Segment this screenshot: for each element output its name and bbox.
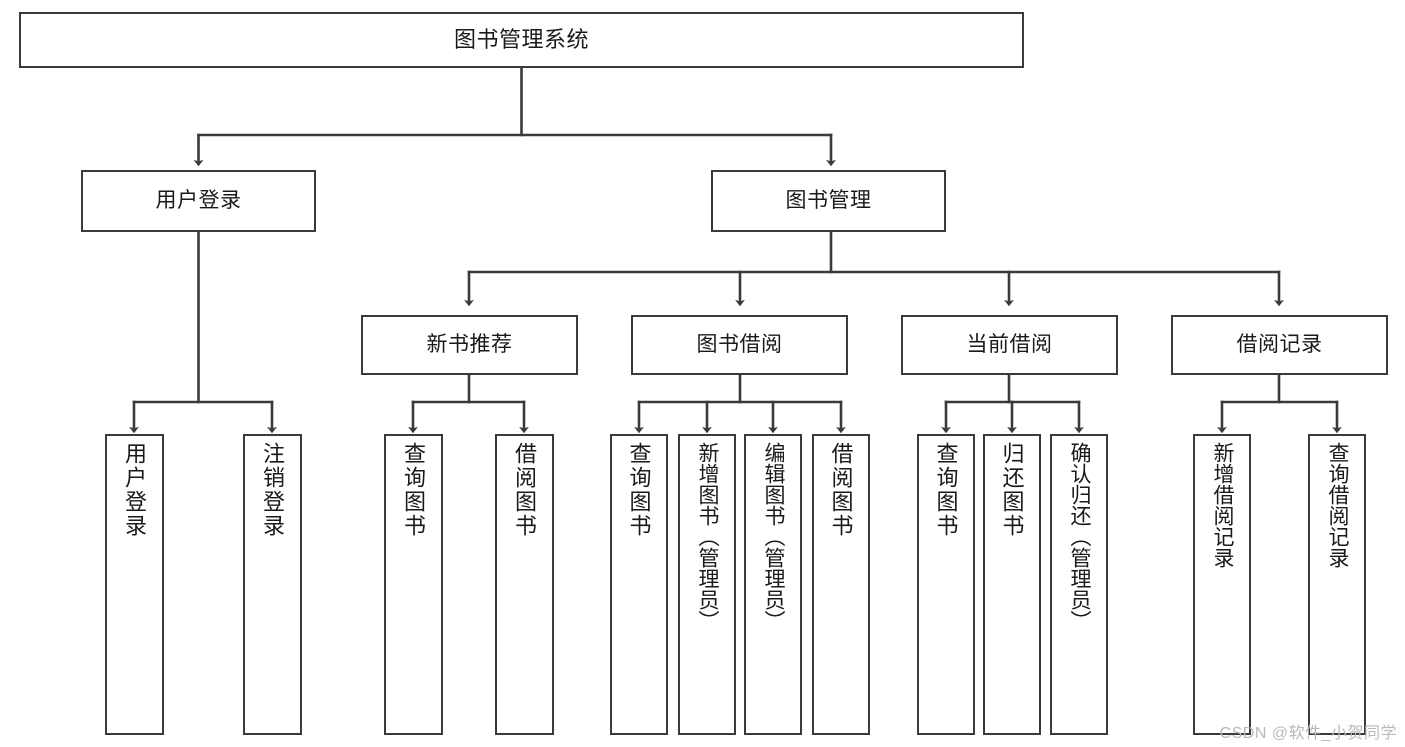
- node-leaf-add-borrow-record[interactable]: 新增借阅记录: [1193, 434, 1251, 735]
- node-label: 图书管理: [785, 188, 872, 212]
- node-leaf-query-book-current[interactable]: 查询图书: [917, 434, 975, 735]
- node-label: 新书推荐: [426, 332, 513, 356]
- node-leaf-confirm-return-admin[interactable]: 确认归还（管理员）: [1050, 434, 1108, 735]
- node-borrow-record[interactable]: 借阅记录: [1171, 315, 1388, 375]
- node-label: 查询图书: [626, 442, 652, 538]
- node-leaf-add-book-admin[interactable]: 新增图书（管理员）: [678, 434, 736, 735]
- node-label: 归还图书: [999, 442, 1025, 538]
- node-leaf-return-book[interactable]: 归还图书: [983, 434, 1041, 735]
- node-label: 注销登录: [260, 442, 286, 538]
- node-leaf-user-login[interactable]: 用户登录: [105, 434, 164, 735]
- node-user-login[interactable]: 用户登录: [81, 170, 316, 232]
- node-leaf-query-book-recommend[interactable]: 查询图书: [384, 434, 443, 735]
- node-new-book-recommend[interactable]: 新书推荐: [361, 315, 578, 375]
- node-label: 图书借阅: [696, 332, 783, 356]
- csdn-watermark: CSDN @软件_小贺同学: [1219, 725, 1397, 742]
- node-label: 借阅记录: [1236, 332, 1323, 356]
- node-leaf-logout-login[interactable]: 注销登录: [243, 434, 302, 735]
- node-leaf-edit-book-admin[interactable]: 编辑图书（管理员）: [744, 434, 802, 735]
- node-label: 借阅图书: [828, 442, 854, 538]
- node-book-management[interactable]: 图书管理: [711, 170, 946, 232]
- node-label: 查询图书: [933, 442, 959, 538]
- node-label: 当前借阅: [966, 332, 1053, 356]
- node-label: 用户登录: [122, 442, 148, 538]
- node-label: 新增图书（管理员）: [696, 442, 720, 631]
- node-label: 用户登录: [155, 188, 242, 212]
- node-label: 编辑图书（管理员）: [762, 442, 786, 631]
- node-label: 查询图书: [401, 442, 427, 538]
- node-leaf-query-book-borrow[interactable]: 查询图书: [610, 434, 668, 735]
- node-label: 确认归还（管理员）: [1068, 442, 1092, 631]
- node-root-book-management-system[interactable]: 图书管理系统: [19, 12, 1024, 68]
- node-leaf-borrow-book[interactable]: 借阅图书: [812, 434, 870, 735]
- node-leaf-borrow-book-recommend[interactable]: 借阅图书: [495, 434, 554, 735]
- node-book-borrow[interactable]: 图书借阅: [631, 315, 848, 375]
- node-current-borrow[interactable]: 当前借阅: [901, 315, 1118, 375]
- node-label: 新增借阅记录: [1211, 442, 1235, 568]
- node-label: 借阅图书: [512, 442, 538, 538]
- node-label: 查询借阅记录: [1326, 442, 1350, 568]
- node-label: 图书管理系统: [453, 27, 589, 53]
- node-leaf-query-borrow-record[interactable]: 查询借阅记录: [1308, 434, 1366, 735]
